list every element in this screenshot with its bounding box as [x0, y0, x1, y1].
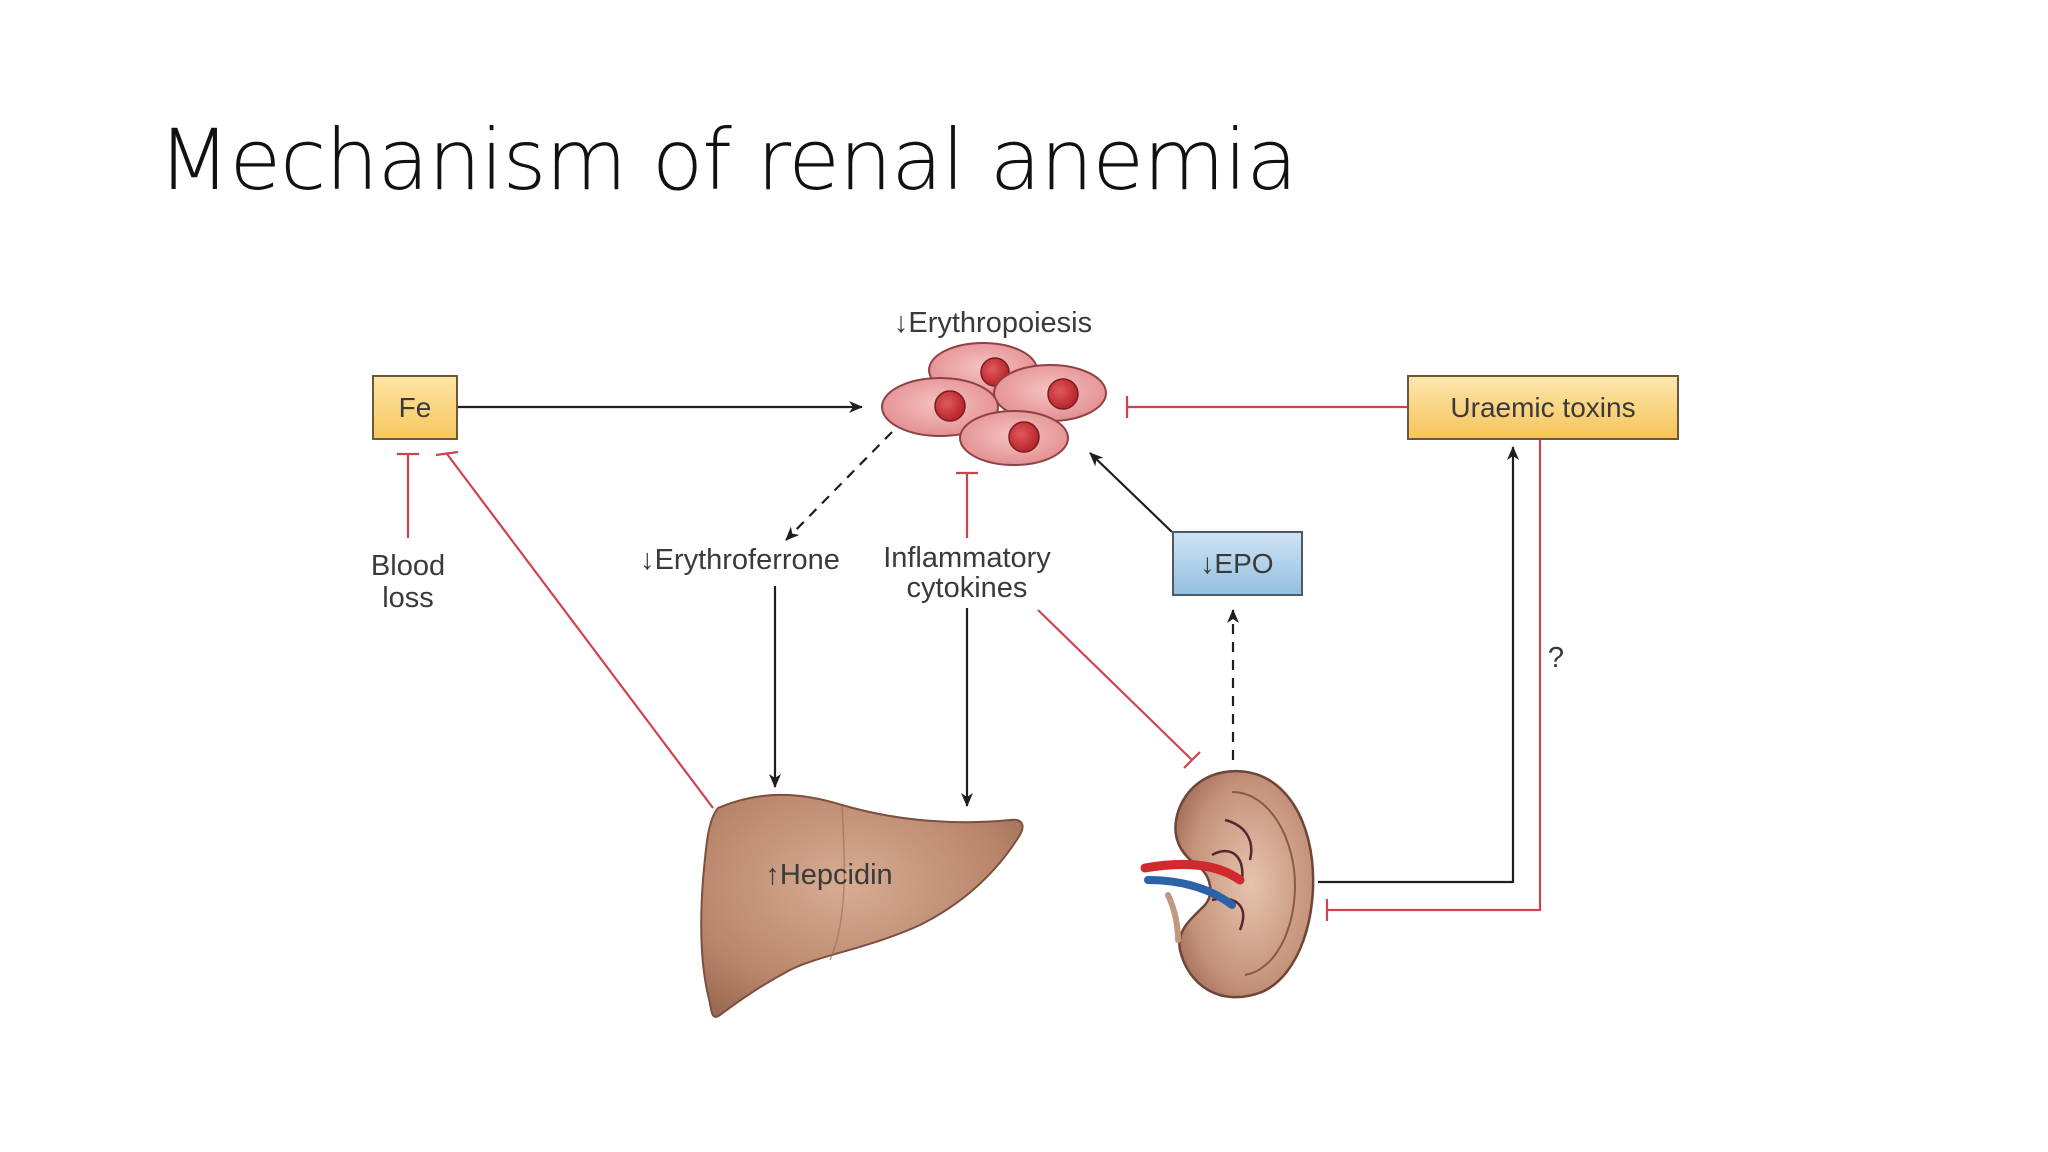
red-cell-icon — [993, 364, 1107, 422]
slide-title: Mechanism of renal anemia — [158, 111, 1298, 209]
red-cell-icon — [881, 377, 999, 437]
erythroblast-cluster: ↓Erythropoiesis — [881, 307, 1107, 466]
down-arrow-icon: ↓ — [640, 544, 655, 576]
erythropoiesis-label: ↓Erythropoiesis — [894, 307, 1092, 339]
uraemic-toxins-label: Uraemic toxins — [1450, 392, 1635, 423]
epo-box — [1172, 531, 1303, 596]
up-arrow-icon: ↑ — [765, 859, 780, 891]
kidney-icon — [1140, 769, 1315, 999]
down-arrow-icon: ↓ — [1200, 548, 1214, 579]
hepcidin-inhibit-fe-bar — [435, 450, 459, 457]
inflammatory-cytokines-label-line1: Inflammatory — [883, 542, 1051, 574]
red-cell-icon — [959, 410, 1069, 466]
uraemic-toxins-box — [1407, 375, 1679, 440]
cytokines-inhibit-kidney-line — [1037, 609, 1193, 761]
kidney-to-uraemic-toxins-arrow — [1318, 446, 1519, 884]
fe-box — [372, 375, 458, 440]
blood-loss-label-line2: loss — [382, 582, 434, 614]
down-arrow-icon: ↓ — [894, 307, 909, 339]
activation-arrows — [457, 401, 1519, 884]
hepcidin-inhibit-fe-line — [446, 453, 714, 809]
toxins-inhibit-kidney-line — [1327, 440, 1542, 912]
epo-to-erythropoiesis-arrow — [1089, 452, 1173, 533]
cytokines-inhibit-kidney-bar — [1183, 751, 1201, 769]
fe-label: Fe — [399, 392, 432, 423]
uncertain-link-question-mark: ? — [1548, 642, 1564, 674]
fe-node: Fe — [372, 375, 458, 440]
epo-label: ↓EPO — [1200, 548, 1273, 579]
blood-loss-label-line1: Blood — [371, 550, 445, 582]
inhibition-lines — [397, 396, 1542, 921]
inflammatory-cytokines-label-line2: cytokines — [907, 572, 1028, 604]
hepcidin-label: ↑Hepcidin — [765, 859, 892, 891]
uraemic-toxins-node: Uraemic toxins — [1407, 375, 1679, 440]
epo-node: ↓EPO — [1172, 531, 1303, 596]
erythropoiesis-to-erythroferrone-arrow — [785, 431, 893, 541]
liver-icon: ↑Hepcidin — [700, 793, 1024, 1018]
erythroferrone-label: ↓Erythroferrone — [640, 544, 840, 576]
